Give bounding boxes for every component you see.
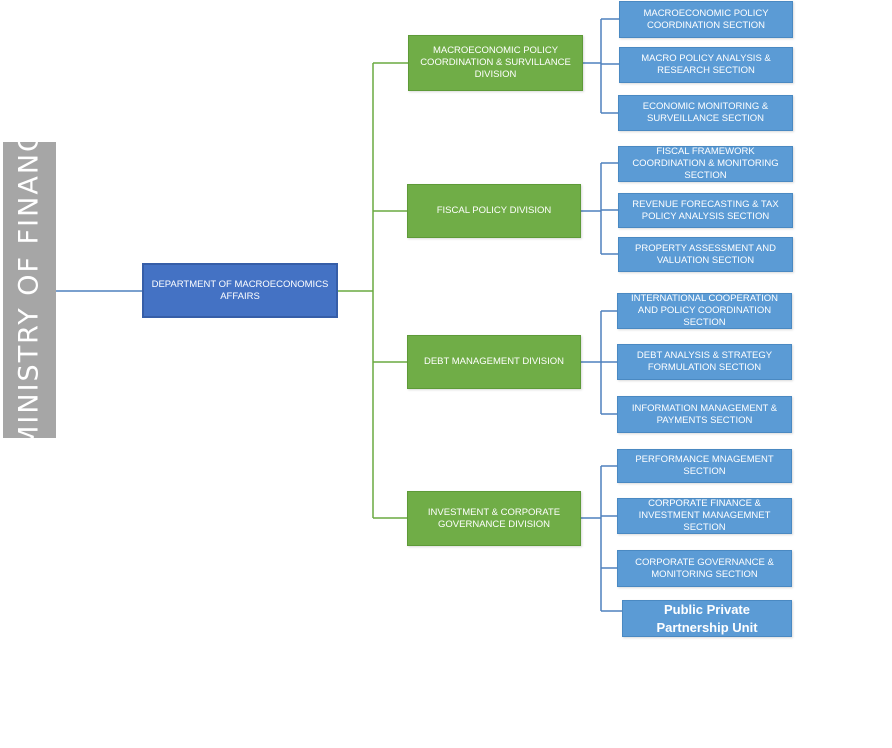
division-box-fiscal: FISCAL POLICY DIVISION (407, 184, 581, 238)
division-box-investment: INVESTMENT & CORPORATE GOVERNANCE DIVISI… (407, 491, 581, 546)
department-label: DEPARTMENT OF MACROECONOMICS AFFAIRS (151, 278, 329, 302)
ministry-box: MINISTRY OF FINANC (3, 142, 56, 438)
section-box: MACRO POLICY ANALYSIS & RESEARCH SECTION (619, 47, 793, 83)
section-label: MACRO POLICY ANALYSIS & RESEARCH SECTION (641, 53, 771, 76)
section-label: INFORMATION MANAGEMENT & PAYMENTS SECTIO… (631, 402, 778, 426)
division-label: MACROECONOMIC POLICY COORDINATION & SURV… (420, 45, 571, 80)
section-box: INTERNATIONAL COOPERATION AND POLICY COO… (617, 293, 792, 329)
division-label: FISCAL POLICY DIVISION (436, 205, 552, 216)
section-box: CORPORATE FINANCE & INVESTMENT MANAGEMNE… (617, 498, 792, 534)
section-box: PROPERTY ASSESSMENT AND VALUATION SECTIO… (618, 237, 793, 272)
section-label: Public Private Partnership Unit (656, 601, 758, 635)
section-box: INFORMATION MANAGEMENT & PAYMENTS SECTIO… (617, 396, 792, 433)
division-label: INVESTMENT & CORPORATE GOVERNANCE DIVISI… (427, 506, 561, 530)
department-box: DEPARTMENT OF MACROECONOMICS AFFAIRS (142, 263, 338, 318)
section-box: ECONOMIC MONITORING & SURVEILLANCE SECTI… (618, 95, 793, 131)
section-label: INTERNATIONAL COOPERATION AND POLICY COO… (630, 293, 779, 328)
ppp-unit-box: Public Private Partnership Unit (622, 600, 792, 637)
section-label: PERFORMANCE MNAGEMENT SECTION (635, 454, 774, 477)
section-label: CORPORATE GOVERNANCE & MONITORING SECTIO… (635, 556, 774, 580)
section-label: MACROECONOMIC POLICY COORDINATION SECTIO… (643, 7, 769, 31)
section-label: PROPERTY ASSESSMENT AND VALUATION SECTIO… (635, 242, 776, 266)
section-label: CORPORATE FINANCE & INVESTMENT MANAGEMNE… (638, 498, 771, 533)
ministry-label: MINISTRY OF FINANC (13, 142, 45, 438)
section-label: ECONOMIC MONITORING & SURVEILLANCE SECTI… (642, 101, 769, 124)
section-box: CORPORATE GOVERNANCE & MONITORING SECTIO… (617, 550, 792, 587)
section-box: MACROECONOMIC POLICY COORDINATION SECTIO… (619, 1, 793, 38)
section-box: PERFORMANCE MNAGEMENT SECTION (617, 449, 792, 483)
section-box: DEBT ANALYSIS & STRATEGY FORMULATION SEC… (617, 344, 792, 380)
section-label: FISCAL FRAMEWORK COORDINATION & MONITORI… (632, 146, 779, 181)
section-box: FISCAL FRAMEWORK COORDINATION & MONITORI… (618, 146, 793, 182)
section-label: REVENUE FORECASTING & TAX POLICY ANALYSI… (632, 198, 779, 222)
section-label: DEBT ANALYSIS & STRATEGY FORMULATION SEC… (636, 350, 773, 373)
division-label: DEBT MANAGEMENT DIVISION (423, 356, 565, 367)
section-box: REVENUE FORECASTING & TAX POLICY ANALYSI… (618, 193, 793, 228)
division-box-debt: DEBT MANAGEMENT DIVISION (407, 335, 581, 389)
division-box-macroeconomic: MACROECONOMIC POLICY COORDINATION & SURV… (408, 35, 583, 91)
